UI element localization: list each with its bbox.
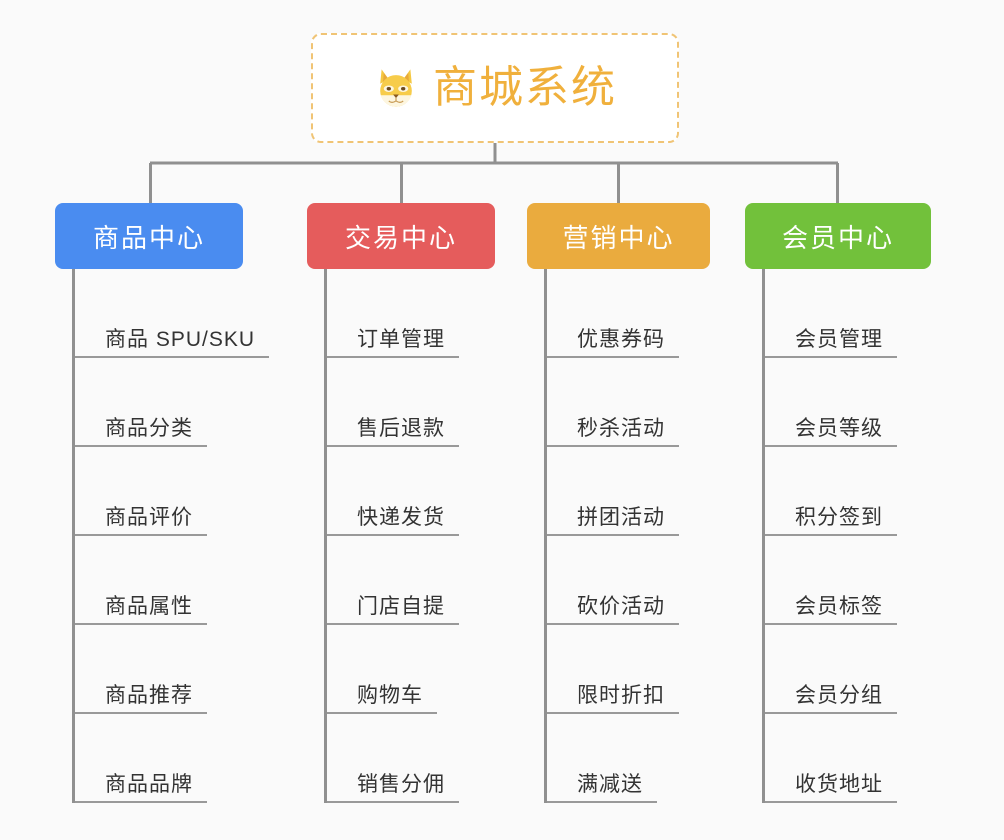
leaf-label: 积分签到 bbox=[795, 505, 883, 529]
leaf-label: 会员管理 bbox=[795, 327, 883, 351]
leaf-label: 拼团活动 bbox=[577, 505, 665, 529]
leaf-label: 商品品牌 bbox=[105, 772, 193, 796]
leaf-list-marketing-center: 优惠券码 秒杀活动 拼团活动 砍价活动 限时折扣 满减送 bbox=[544, 269, 710, 803]
leaf-item[interactable]: 优惠券码 bbox=[547, 269, 710, 358]
leaf-underline: 积分签到 bbox=[765, 506, 897, 536]
leaf-item[interactable]: 购物车 bbox=[327, 625, 495, 714]
branch-header-label: 交易中心 bbox=[344, 222, 457, 253]
leaf-label: 砍价活动 bbox=[577, 594, 665, 618]
leaf-underline: 拼团活动 bbox=[547, 506, 679, 536]
branch-header-label: 会员中心 bbox=[781, 222, 894, 253]
leaf-item[interactable]: 销售分佣 bbox=[327, 714, 495, 803]
leaf-label: 商品推荐 bbox=[105, 683, 193, 707]
branch-header-product-center[interactable]: 商品中心 bbox=[55, 203, 243, 269]
leaf-item[interactable]: 会员等级 bbox=[765, 358, 931, 447]
leaf-underline: 商品评价 bbox=[75, 506, 207, 536]
leaf-underline: 会员管理 bbox=[765, 328, 897, 358]
leaf-label: 门店自提 bbox=[357, 594, 445, 618]
leaf-underline: 收货地址 bbox=[765, 773, 897, 803]
leaf-item[interactable]: 订单管理 bbox=[327, 269, 495, 358]
leaf-item[interactable]: 商品属性 bbox=[75, 536, 269, 625]
leaf-label: 商品属性 bbox=[105, 594, 193, 618]
leaf-item[interactable]: 满减送 bbox=[547, 714, 710, 803]
leaf-item[interactable]: 会员管理 bbox=[765, 269, 931, 358]
leaf-underline: 会员标签 bbox=[765, 595, 897, 625]
leaf-underline: 商品 SPU/SKU bbox=[75, 327, 270, 358]
branch-member-center: 会员中心 会员管理 会员等级 积分签到 会员标签 会员分组 收货地址 bbox=[745, 203, 931, 803]
leaf-underline: 快递发货 bbox=[327, 506, 459, 536]
leaf-label: 订单管理 bbox=[357, 327, 445, 351]
leaf-item[interactable]: 拼团活动 bbox=[547, 447, 710, 536]
leaf-item[interactable]: 限时折扣 bbox=[547, 625, 710, 714]
leaf-label: 优惠券码 bbox=[577, 327, 665, 351]
leaf-item[interactable]: 会员分组 bbox=[765, 625, 931, 714]
leaf-underline: 商品推荐 bbox=[75, 684, 207, 714]
leaf-underline: 会员分组 bbox=[765, 684, 897, 714]
leaf-underline: 商品品牌 bbox=[75, 773, 207, 803]
leaf-label: 销售分佣 bbox=[357, 772, 445, 796]
leaf-item[interactable]: 商品品牌 bbox=[75, 714, 269, 803]
leaf-label: 会员等级 bbox=[795, 416, 883, 440]
leaf-underline: 秒杀活动 bbox=[547, 417, 679, 447]
leaf-item[interactable]: 砍价活动 bbox=[547, 536, 710, 625]
leaf-item[interactable]: 商品推荐 bbox=[75, 625, 269, 714]
leaf-underline: 购物车 bbox=[327, 684, 437, 714]
leaf-label: 满减送 bbox=[577, 772, 643, 796]
branch-marketing-center: 营销中心 优惠券码 秒杀活动 拼团活动 砍价活动 限时折扣 满减送 bbox=[527, 203, 710, 803]
leaf-underline: 优惠券码 bbox=[547, 328, 679, 358]
branch-trade-center: 交易中心 订单管理 售后退款 快递发货 门店自提 购物车 销售分佣 bbox=[307, 203, 495, 803]
branch-header-marketing-center[interactable]: 营销中心 bbox=[527, 203, 710, 269]
shiba-dog-face-icon bbox=[373, 65, 419, 111]
leaf-label: 购物车 bbox=[357, 683, 423, 707]
leaf-list-member-center: 会员管理 会员等级 积分签到 会员标签 会员分组 收货地址 bbox=[762, 269, 931, 803]
leaf-underline: 商品属性 bbox=[75, 595, 207, 625]
branch-header-label: 营销中心 bbox=[562, 222, 675, 253]
branch-header-label: 商品中心 bbox=[92, 222, 205, 253]
leaf-label: 限时折扣 bbox=[577, 683, 665, 707]
leaf-underline: 满减送 bbox=[547, 773, 657, 803]
leaf-item[interactable]: 门店自提 bbox=[327, 536, 495, 625]
root-label: 商城系统 bbox=[433, 63, 617, 112]
root-node[interactable]: 商城系统 bbox=[311, 33, 679, 143]
leaf-label: 商品 SPU/SKU bbox=[105, 327, 256, 351]
leaf-underline: 售后退款 bbox=[327, 417, 459, 447]
leaf-label: 会员标签 bbox=[795, 594, 883, 618]
leaf-underline: 会员等级 bbox=[765, 417, 897, 447]
leaf-item[interactable]: 秒杀活动 bbox=[547, 358, 710, 447]
leaf-underline: 商品分类 bbox=[75, 417, 207, 447]
branch-header-member-center[interactable]: 会员中心 bbox=[745, 203, 931, 269]
leaf-underline: 门店自提 bbox=[327, 595, 459, 625]
leaf-label: 售后退款 bbox=[357, 416, 445, 440]
leaf-underline: 砍价活动 bbox=[547, 595, 679, 625]
leaf-item[interactable]: 积分签到 bbox=[765, 447, 931, 536]
leaf-item[interactable]: 售后退款 bbox=[327, 358, 495, 447]
leaf-label: 商品评价 bbox=[105, 505, 193, 529]
leaf-label: 秒杀活动 bbox=[577, 416, 665, 440]
leaf-item[interactable]: 商品评价 bbox=[75, 447, 269, 536]
leaf-label: 快递发货 bbox=[357, 505, 445, 529]
leaf-item[interactable]: 商品分类 bbox=[75, 358, 269, 447]
branch-header-trade-center[interactable]: 交易中心 bbox=[307, 203, 495, 269]
leaf-label: 商品分类 bbox=[105, 416, 193, 440]
leaf-item[interactable]: 会员标签 bbox=[765, 536, 931, 625]
leaf-item[interactable]: 收货地址 bbox=[765, 714, 931, 803]
leaf-list-product-center: 商品 SPU/SKU 商品分类 商品评价 商品属性 商品推荐 商品品牌 bbox=[72, 269, 270, 803]
leaf-item[interactable]: 快递发货 bbox=[327, 447, 495, 536]
leaf-label: 收货地址 bbox=[795, 772, 883, 796]
leaf-underline: 限时折扣 bbox=[547, 684, 679, 714]
leaf-item[interactable]: 商品 SPU/SKU bbox=[75, 269, 270, 358]
leaf-label: 会员分组 bbox=[795, 683, 883, 707]
leaf-underline: 订单管理 bbox=[327, 328, 459, 358]
leaf-list-trade-center: 订单管理 售后退款 快递发货 门店自提 购物车 销售分佣 bbox=[324, 269, 495, 803]
branch-product-center: 商品中心 商品 SPU/SKU 商品分类 商品评价 商品属性 商品推荐 商品品牌 bbox=[55, 203, 270, 803]
leaf-underline: 销售分佣 bbox=[327, 773, 459, 803]
